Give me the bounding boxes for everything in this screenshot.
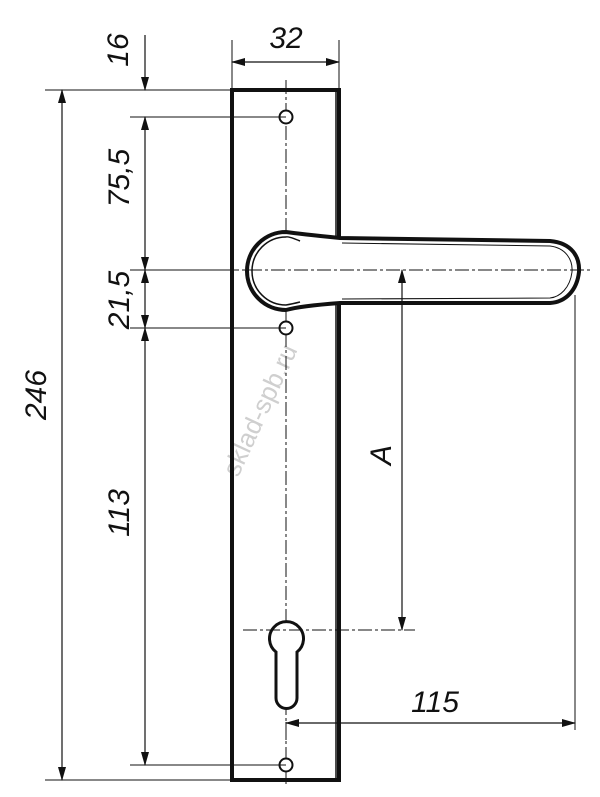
dim-label-plate-width: 32	[269, 22, 303, 55]
dim-label-total-height: 246	[20, 370, 53, 421]
cylinder-keyhole	[268, 620, 305, 710]
lever-rosette-inner	[251, 236, 301, 306]
watermark: sklad-spb.ru	[216, 340, 303, 481]
dim-label-top-gap: 16	[102, 33, 135, 67]
extension-lines	[45, 40, 576, 781]
dim-label-axis-to-hole: 21,5	[103, 270, 136, 330]
lever-handle	[245, 229, 582, 313]
lever-handle-inner-edge	[341, 242, 573, 300]
dim-label-handle-length: 115	[411, 686, 459, 719]
dim-label-hole-to-axis: 75,5	[103, 148, 136, 207]
dim-label-axis-to-cylinder: A	[365, 445, 398, 467]
dim-label-hole-spacing: 113	[103, 489, 136, 537]
